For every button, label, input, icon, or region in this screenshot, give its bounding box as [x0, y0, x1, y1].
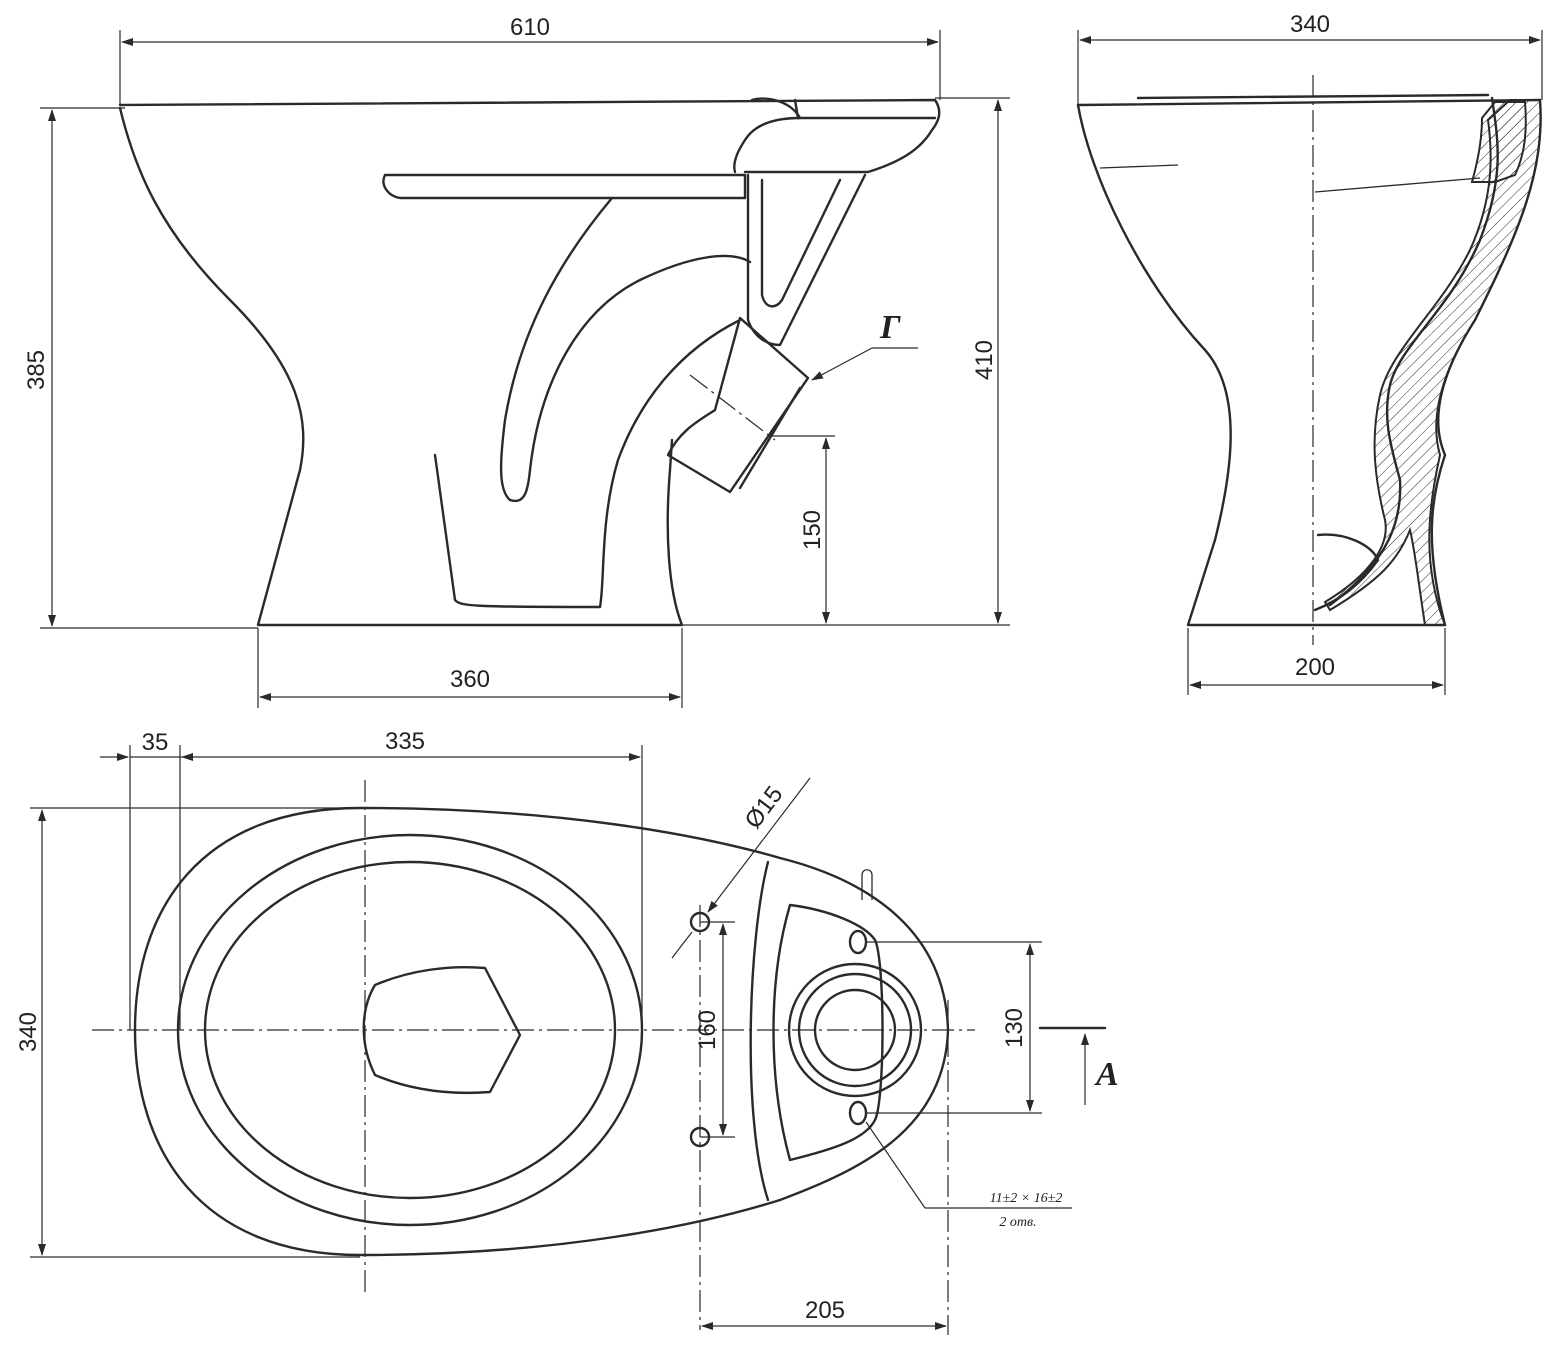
plan-outlet-ring-outer [787, 962, 923, 1098]
dim-200-label: 200 [1295, 654, 1335, 681]
plan-outlet-ring-inner [813, 988, 897, 1072]
front-inner-line-right [1314, 177, 1481, 193]
dim-plan-340-label: 340 [15, 1012, 42, 1052]
side-outer-profile [118, 106, 684, 627]
dim-35-label: 35 [142, 729, 169, 756]
view-letter: A [1094, 1056, 1119, 1093]
side-trap-inner [433, 318, 742, 609]
side-inner-shelf [382, 173, 747, 200]
slot-note-bottom: 2 отв. [999, 1215, 1036, 1230]
dim-335-label: 335 [385, 728, 425, 755]
diameter-leader [707, 777, 811, 913]
plan-outer-outline [133, 806, 950, 1257]
plan-tank-seat [772, 903, 884, 1162]
plan-bolt-slot-rear-top [848, 929, 868, 955]
side-support-web [746, 173, 867, 347]
dim-130-label: 130 [1001, 1008, 1028, 1048]
side-axis-line [689, 374, 776, 441]
side-outlet-collar [738, 386, 802, 490]
side-outlet-pipe [666, 316, 810, 494]
dim-205-label: 205 [805, 1297, 845, 1324]
dim-610-label: 610 [510, 14, 550, 41]
front-left-profile [1076, 103, 1447, 627]
dim-385-label: 385 [23, 350, 50, 390]
front-inner-line-left [1099, 164, 1179, 169]
side-tank-platform [733, 97, 802, 174]
plan-rear-platform [749, 860, 770, 1202]
plan-bolt-slot-rear-bottom [848, 1100, 868, 1126]
side-view: 610 385 410 150 360 Г [23, 14, 1010, 708]
callout-letter: Г [879, 309, 901, 346]
dim-front-340-label: 340 [1290, 11, 1330, 38]
side-rim [118, 98, 941, 174]
dim-360-label: 360 [450, 666, 490, 693]
side-trap-channel [499, 196, 752, 503]
plan-view: 35 335 340 160 130 205 Ø15 11±2 × 16±2 2… [15, 728, 1119, 1335]
slot-note-leader [865, 1121, 926, 1209]
side-support-slot [760, 178, 842, 308]
dim-410-label: 410 [971, 340, 998, 380]
front-bowl-floor [1313, 533, 1380, 612]
slot-note-top: 11±2 × 16±2 [990, 1191, 1063, 1206]
front-hatched-wall [1323, 99, 1542, 626]
dim-160-label: 160 [694, 1010, 721, 1050]
plan-stud [861, 869, 873, 900]
front-view: 340 200 [1076, 11, 1543, 695]
dim-diameter-label: Ø15 [740, 781, 789, 833]
front-hatched-rim [1470, 101, 1527, 183]
dim-150-label: 150 [799, 510, 826, 550]
side-tank-seat [793, 98, 937, 120]
plan-drain-opening [362, 965, 522, 1095]
front-rim [1076, 98, 1542, 107]
